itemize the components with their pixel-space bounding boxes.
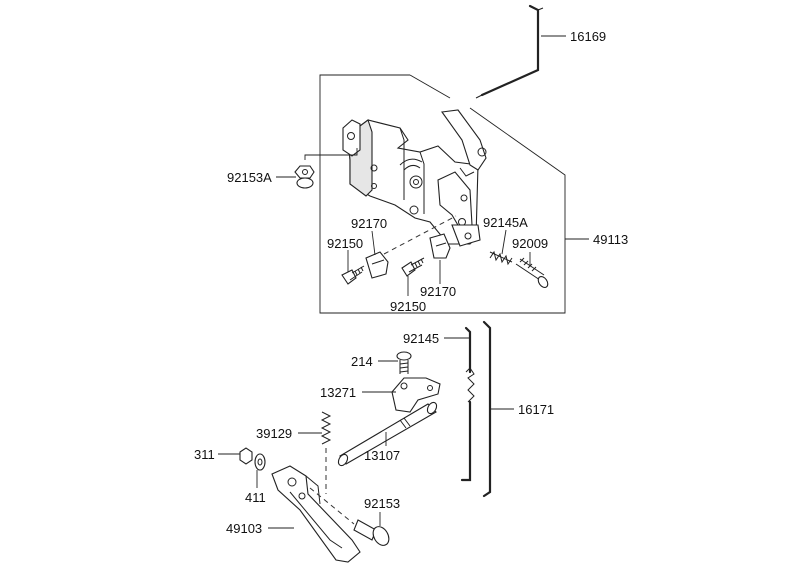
plate-13271[interactable] — [391, 377, 441, 413]
nut-92153A[interactable] — [294, 165, 315, 189]
label-92170-a: 92170 — [351, 216, 387, 231]
label-92153: 92153 — [364, 496, 400, 511]
leader-92153A-a — [304, 148, 358, 160]
label-411: 411 — [245, 490, 266, 505]
pin-92153[interactable] — [353, 519, 392, 548]
screw-92150-right[interactable] — [401, 257, 425, 277]
label-16171: 16171 — [518, 402, 554, 417]
label-13271: 13271 — [320, 385, 356, 400]
rod-92145[interactable] — [460, 326, 475, 482]
cable-rod-16169[interactable] — [475, 4, 544, 99]
label-39129: 39129 — [256, 426, 292, 441]
leader-92170-a — [371, 230, 376, 256]
control-plate-49113[interactable] — [342, 109, 487, 247]
washer-411[interactable] — [254, 453, 266, 471]
label-92145: 92145 — [403, 331, 439, 346]
label-13107: 13107 — [364, 448, 400, 463]
label-92170-b: 92170 — [420, 284, 456, 299]
outline-link-49113 — [409, 74, 451, 99]
assembly-dash-lower — [309, 487, 355, 525]
assembly-dash-clip — [383, 215, 457, 255]
spring-39129[interactable] — [320, 411, 332, 494]
label-92150-b: 92150 — [390, 299, 426, 314]
leader-92145A — [501, 229, 507, 255]
clip-92170-left[interactable] — [365, 251, 389, 279]
screw-214[interactable] — [396, 351, 412, 374]
clip-92170-right[interactable] — [429, 233, 451, 259]
screw-92150-left[interactable] — [341, 265, 365, 285]
label-49113: 49113 — [593, 232, 628, 247]
label-92153A: 92153A — [227, 170, 272, 185]
label-92150-a: 92150 — [327, 236, 363, 251]
label-16169: 16169 — [570, 29, 606, 44]
label-311: 311 — [194, 447, 215, 462]
label-214: 214 — [351, 354, 373, 369]
shaft-13107[interactable] — [337, 401, 439, 467]
label-49103: 49103 — [226, 521, 262, 536]
assembly-outline-49113 — [319, 74, 566, 314]
nut-311[interactable] — [239, 447, 253, 465]
label-92009: 92009 — [512, 236, 548, 251]
lever-49103[interactable] — [271, 465, 361, 563]
rod-16171[interactable] — [482, 320, 492, 498]
label-92145A: 92145A — [483, 215, 528, 230]
spring-92145A[interactable] — [489, 250, 513, 266]
bolt-92009[interactable] — [515, 257, 550, 289]
